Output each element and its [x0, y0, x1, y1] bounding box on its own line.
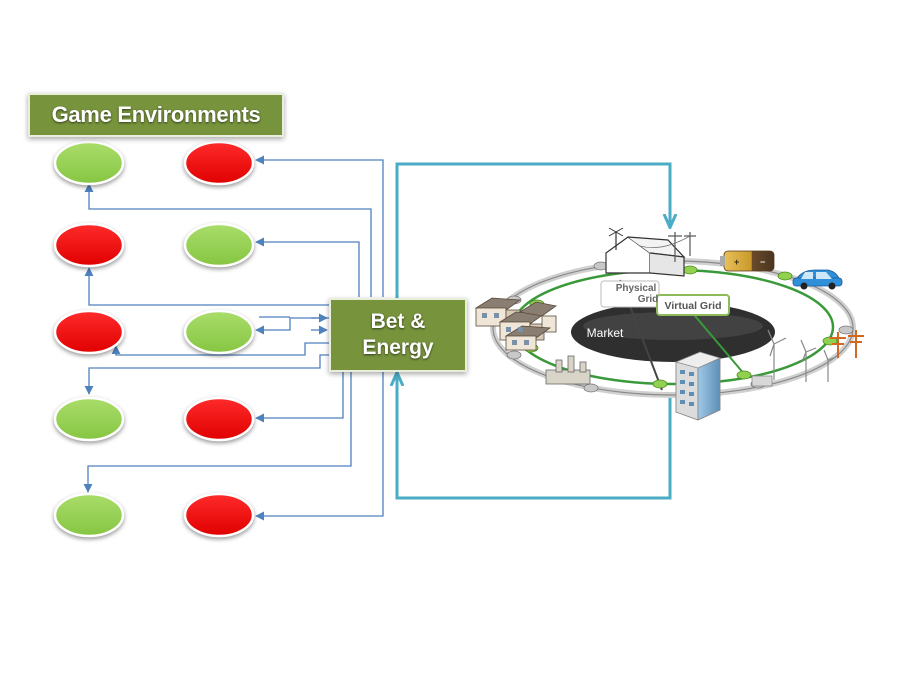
house-icon: [605, 227, 686, 277]
bet-energy-line1: Bet &: [370, 310, 426, 333]
ring-node: [506, 350, 522, 360]
svg-text:+: +: [734, 257, 739, 267]
smart-grid-illustration: + −: [474, 227, 864, 421]
physical-grid-label-box: [600, 280, 660, 308]
houses-icon: [474, 297, 557, 351]
connector-arrows: [83, 155, 384, 521]
virtual-grid-label-box: [656, 294, 730, 316]
feedback-loop: [395, 162, 672, 500]
virtual-grid-label: Virtual Grid: [665, 300, 722, 312]
svg-text:−: −: [760, 257, 765, 267]
game-node-green-r5c1: [53, 492, 125, 538]
ring-node-green: [652, 379, 668, 389]
power-pole-icon: [639, 232, 696, 262]
game-node-green-r2c2: [183, 222, 255, 268]
game-node-red-r1c2: [183, 140, 255, 186]
ring-node-green: [777, 271, 793, 281]
connector-row5-right: [255, 369, 384, 521]
connector-row2-left: [84, 267, 329, 306]
game-environments-title: Game Environments: [28, 93, 284, 137]
game-node-green-r1c1: [53, 140, 125, 186]
connector-row4-left: [84, 354, 329, 395]
ring-node: [583, 383, 599, 393]
connector-row4-right: [255, 369, 344, 423]
factory-icon: [545, 355, 591, 385]
game-node-green-r4c1: [53, 396, 125, 442]
loop-top-arrow: [395, 162, 670, 372]
ring-node-green: [736, 370, 752, 380]
substation-icon: [751, 375, 773, 387]
transmission-tower-icon: [830, 330, 864, 358]
game-node-red-r3c1: [53, 309, 125, 355]
connector-row1-left: [84, 183, 372, 297]
game-node-green-r3c2: [183, 309, 255, 355]
physical-grid-label-1: Physical: [616, 283, 657, 294]
connector-row1-right: [255, 155, 384, 297]
game-environment-nodes: [53, 140, 255, 538]
ring-node: [838, 325, 854, 335]
battery-icon: + −: [720, 250, 775, 272]
connector-row3-right: [255, 317, 329, 335]
loop-bottom-arrow: [397, 374, 672, 500]
connector-row2-right: [255, 237, 360, 297]
bet-energy-box: Bet & Energy: [329, 298, 467, 372]
game-node-red-r4c2: [183, 396, 255, 442]
spoke-2: [689, 309, 746, 376]
ring-node-green: [682, 265, 698, 275]
market-disc-gloss: [583, 312, 763, 340]
game-node-red-r5c2: [183, 492, 255, 538]
office-building-icon: [675, 351, 721, 421]
wind-turbine-icon: [767, 329, 837, 382]
electric-car-icon: [792, 269, 843, 290]
connector-row3-left: [111, 342, 329, 356]
game-node-red-r2c1: [53, 222, 125, 268]
physical-grid-label-2: Grid: [638, 294, 659, 305]
connector-row5-left: [83, 369, 352, 493]
bet-energy-line2: Energy: [362, 336, 434, 359]
market-label: Market: [587, 326, 624, 340]
